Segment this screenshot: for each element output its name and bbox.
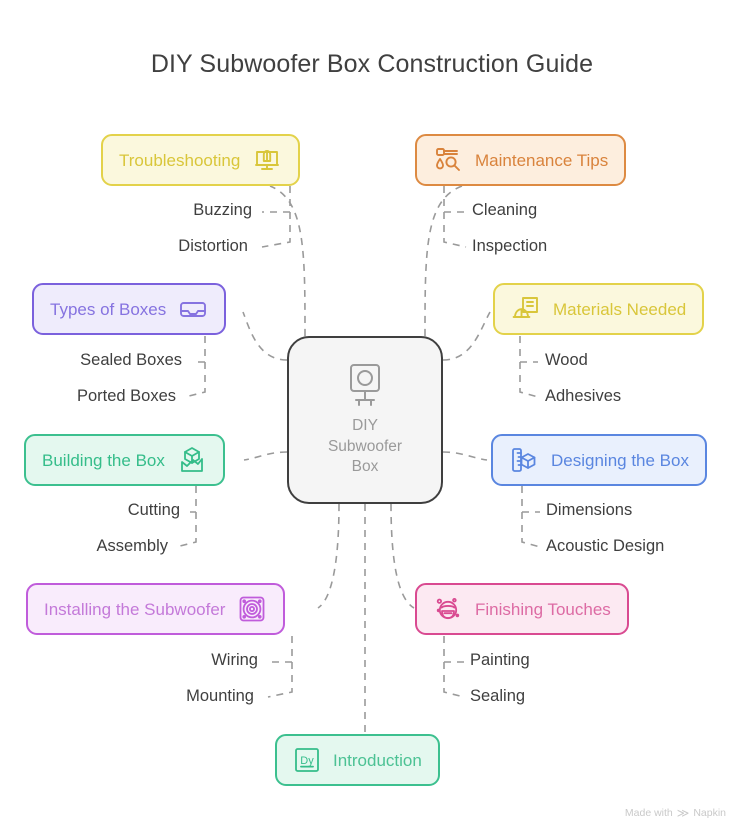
napkin-logo-icon: ≫	[676, 806, 690, 820]
masked-face-icon	[433, 594, 463, 624]
link-leaf-acoustic-design	[521, 512, 541, 548]
branch-installing-the-subwoofer-label: Installing the Subwoofer	[44, 599, 226, 619]
inbox-tray-icon	[178, 294, 208, 324]
page-title: DIY Subwoofer Box Construction Guide	[150, 50, 594, 78]
napkin-watermark: Made with ≫ Napkin	[625, 806, 726, 820]
branch-building-the-box[interactable]: Building the Box	[24, 434, 225, 486]
central-label-line-1: DIY	[352, 417, 378, 435]
leaf-acoustic-design: Acoustic Design	[546, 537, 665, 555]
hardhat-building-icon	[511, 294, 541, 324]
link-leaf-assembly	[175, 512, 197, 548]
link-leaf-ported-boxes	[184, 362, 206, 398]
link-leaf-dimensions	[521, 486, 540, 513]
branch-maintenance-tips-label: Maintenance Tips	[475, 150, 609, 170]
leaf-cutting: Cutting	[127, 501, 180, 519]
central-node[interactable]: DIY Subwoofer Box	[287, 336, 443, 504]
link-leaf-adhesives	[519, 362, 539, 398]
leaf-painting: Painting	[470, 651, 530, 669]
leaf-assembly: Assembly	[96, 537, 168, 555]
link-leaf-mounting	[267, 662, 293, 698]
branch-troubleshooting-label: Troubleshooting	[119, 150, 241, 170]
link-leaf-wood	[519, 336, 538, 363]
link-leaf-distortion	[261, 212, 291, 248]
branch-introduction-label: Introduction	[333, 750, 422, 770]
ruler-cube-icon	[509, 445, 539, 475]
branch-building-the-box-label: Building the Box	[42, 450, 165, 470]
leaf-buzzing: Buzzing	[193, 201, 252, 219]
leaf-inspection: Inspection	[472, 237, 548, 255]
link-types-of-boxes	[242, 311, 288, 361]
link-maintenance-tips	[424, 185, 463, 337]
svg-text:Dy: Dy	[300, 755, 314, 767]
link-finishing-touches	[390, 503, 415, 609]
branch-installing-the-subwoofer[interactable]: Installing the Subwoofer	[26, 583, 286, 635]
link-building-the-box	[243, 451, 288, 461]
central-label-line-2: Subwoofer	[327, 437, 403, 455]
branch-types-of-boxes-label: Types of Boxes	[50, 299, 167, 319]
leaf-cleaning: Cleaning	[472, 201, 538, 219]
central-node-label: DIY Subwoofer Box	[328, 416, 402, 478]
branch-finishing-touches-label: Finishing Touches	[475, 599, 611, 619]
branch-designing-the-box[interactable]: Designing the Box	[491, 434, 707, 486]
speaker-monitor-icon	[345, 362, 385, 408]
branch-troubleshooting[interactable]: Troubleshooting	[101, 134, 301, 186]
box-chart-icon	[177, 445, 207, 475]
link-leaf-sealed-boxes	[192, 336, 206, 363]
leaf-mounting: Mounting	[186, 687, 254, 705]
leaf-dimensions: Dimensions	[546, 501, 633, 519]
dy-badge-icon: Dy	[293, 746, 321, 774]
oil-wrench-icon	[433, 145, 463, 175]
leaf-adhesives: Adhesives	[545, 387, 622, 405]
branch-designing-the-box-label: Designing the Box	[551, 450, 689, 470]
branch-maintenance-tips[interactable]: Maintenance Tips	[415, 134, 627, 186]
link-troubleshooting	[269, 185, 306, 337]
wrench-monitor-icon	[252, 145, 282, 175]
link-leaf-buzzing	[262, 186, 291, 213]
central-label-line-3: Box	[351, 458, 379, 476]
branch-materials-needed-label: Materials Needed	[553, 299, 687, 319]
link-installing-the-subwoofer	[317, 503, 340, 609]
branch-introduction[interactable]: Dy Introduction	[275, 734, 440, 786]
watermark-text: Made with	[624, 807, 673, 819]
link-leaf-wiring	[268, 636, 293, 663]
leaf-distortion: Distortion	[178, 237, 248, 255]
leaf-wiring: Wiring	[211, 651, 258, 669]
leaf-sealed-boxes: Sealed Boxes	[80, 351, 182, 369]
leaf-ported-boxes: Ported Boxes	[76, 387, 176, 405]
link-leaf-cleaning	[443, 186, 466, 213]
leaf-wood: Wood	[545, 351, 588, 369]
speaker-driver-icon	[237, 594, 267, 624]
leaf-sealing: Sealing	[470, 687, 526, 705]
link-leaf-sealing	[443, 662, 465, 698]
link-materials-needed	[442, 311, 491, 361]
branch-types-of-boxes[interactable]: Types of Boxes	[32, 283, 227, 335]
link-leaf-cutting	[190, 486, 197, 513]
branch-finishing-touches[interactable]: Finishing Touches	[415, 583, 629, 635]
link-leaf-inspection	[443, 212, 467, 248]
branch-materials-needed[interactable]: Materials Needed	[493, 283, 705, 335]
link-designing-the-box	[442, 451, 488, 461]
watermark-brand: Napkin	[693, 807, 726, 819]
link-leaf-painting	[443, 636, 464, 663]
